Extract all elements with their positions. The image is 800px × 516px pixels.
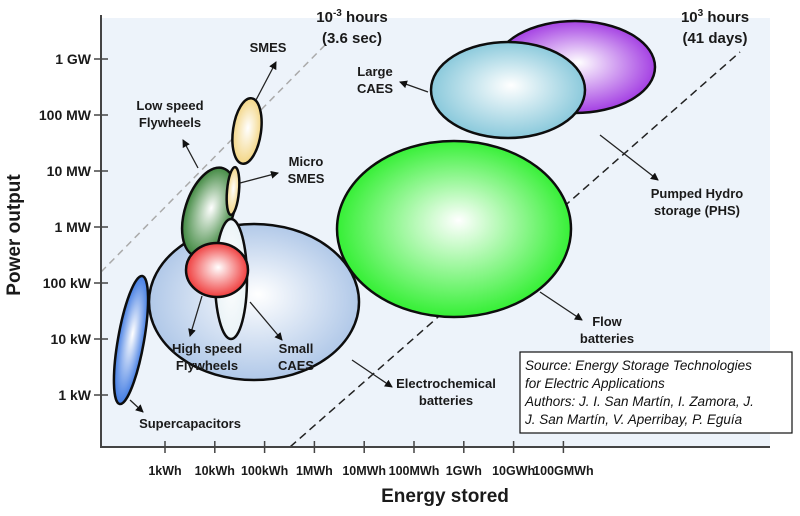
- reference-line-label: 103 hours: [681, 8, 749, 26]
- y-tick-label: 1 GW: [55, 51, 92, 67]
- region-arrow: [239, 170, 279, 184]
- regions: [112, 19, 657, 406]
- source-line: for Electric Applications: [525, 376, 665, 391]
- region-label: storage (PHS): [654, 203, 740, 218]
- source-box-frame: [519, 351, 793, 434]
- region-ellipse: [335, 139, 573, 319]
- region-ellipse: [147, 222, 361, 382]
- region-label: Low speed: [136, 98, 203, 113]
- region-arrow: [539, 291, 583, 321]
- x-axis-title: Energy stored: [381, 486, 509, 507]
- source-box: Source: Energy Storage Technologies for …: [519, 351, 793, 434]
- source-line: Authors: J. I. San Martín, I. Zamora, J.: [524, 394, 754, 409]
- x-tick-label: 100MWh: [389, 464, 440, 478]
- axes: [100, 15, 770, 448]
- x-tick-label: 1kWh: [148, 464, 181, 478]
- region-ellipse: [184, 241, 250, 299]
- region-label: High speed: [172, 341, 242, 356]
- region-arrow: [188, 295, 203, 337]
- x-tick-label: 100kWh: [241, 464, 288, 478]
- region-label: Flywheels: [139, 115, 201, 130]
- region-arrow: [599, 134, 659, 181]
- region-label: SMES: [250, 40, 287, 55]
- y-tick-label: 1 MW: [54, 219, 91, 235]
- region-label: Flywheels: [176, 358, 238, 373]
- region-ellipse: [225, 165, 241, 217]
- region-ellipse: [112, 274, 150, 406]
- y-tick-label: 10 kW: [51, 331, 92, 347]
- source-line: Source: Energy Storage Technologies: [525, 358, 752, 373]
- reference-line-sublabel: (3.6 sec): [322, 30, 382, 47]
- region-label: Pumped Hydro: [651, 186, 744, 201]
- region-arrow: [255, 61, 277, 101]
- x-tick-label: 1GWh: [446, 464, 482, 478]
- y-tick-label: 10 MW: [47, 163, 92, 179]
- region-label: Electrochemical: [396, 376, 496, 391]
- region-ellipse: [429, 40, 587, 140]
- region-label: SMES: [288, 171, 325, 186]
- region-ellipse: [231, 97, 263, 165]
- region-label: Small: [279, 341, 314, 356]
- region-label: CAES: [357, 81, 393, 96]
- y-tick-label: 100 MW: [39, 107, 92, 123]
- y-tick-label: 1 kW: [58, 387, 91, 403]
- reference-line-label: 10-3 hours: [316, 8, 387, 26]
- y-ticks: 1 kW 10 kW 100 kW 1 MW 10 MW 100 MW 1 GW: [39, 51, 108, 403]
- region-arrow: [182, 139, 199, 169]
- region-label: Supercapacitors: [139, 416, 241, 431]
- reference-line: [100, 39, 331, 273]
- region-label: Flow: [592, 314, 622, 329]
- y-axis-title: Power output: [4, 174, 25, 296]
- x-tick-label: 10kWh: [195, 464, 235, 478]
- reference-line-sublabel: (41 days): [682, 30, 747, 47]
- region-label: Large: [357, 64, 392, 79]
- region-arrow: [351, 359, 393, 388]
- x-tick-label: 10GWh: [492, 464, 535, 478]
- region-label: batteries: [580, 331, 634, 346]
- x-tick-label: 10MWh: [342, 464, 386, 478]
- source-line: J. San Martín, V. Aperribay, P. Eguía: [524, 412, 743, 427]
- x-tick-label: 1MWh: [296, 464, 333, 478]
- region-arrow: [399, 80, 429, 93]
- region-label: Micro: [289, 154, 324, 169]
- x-tick-label: 100GMWh: [533, 464, 593, 478]
- reference-lines: 10-3 hours (3.6 sec) 103 hours (41 days): [100, 8, 749, 448]
- region-arrow: [249, 301, 283, 341]
- region-label: batteries: [419, 393, 473, 408]
- region-arrow: [129, 399, 144, 413]
- region-label: CAES: [278, 358, 314, 373]
- y-tick-label: 100 kW: [43, 275, 92, 291]
